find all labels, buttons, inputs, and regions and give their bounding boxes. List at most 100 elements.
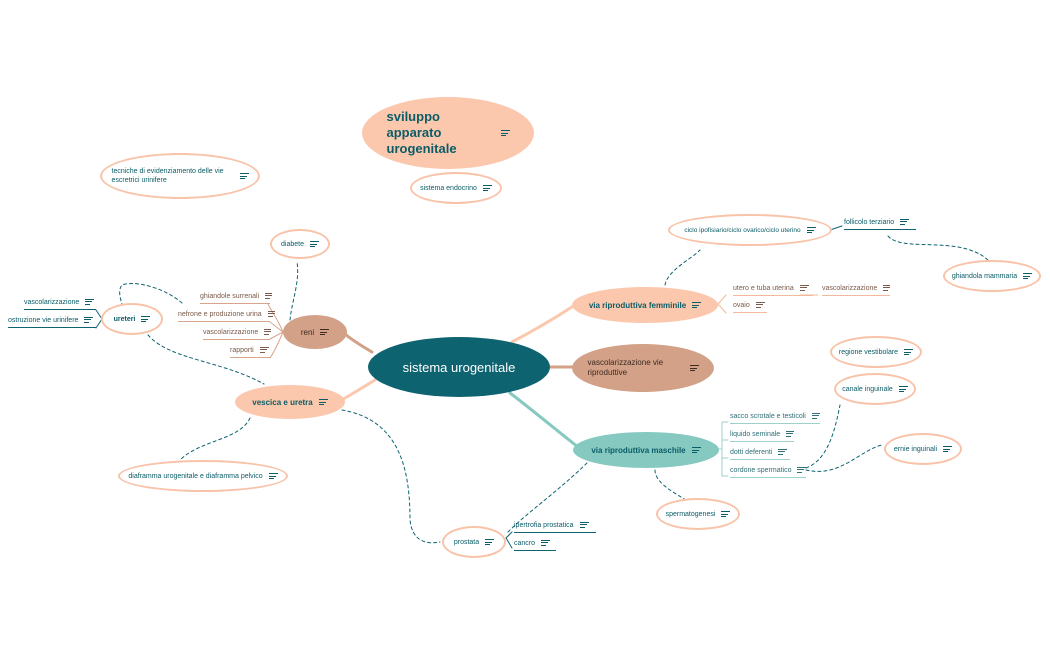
ureteri-leaf-ostruzione[interactable]: ostruzione vie urinifere xyxy=(8,314,96,328)
note-lines-icon xyxy=(309,240,319,249)
link-reni-diabete xyxy=(289,261,299,321)
note-lines-icon xyxy=(811,411,820,420)
maschile-leaf-liquido[interactable]: liquido seminale xyxy=(730,428,794,442)
femminile-leaf-utero[interactable]: utero e tuba uterina xyxy=(733,282,813,296)
note-lines-icon xyxy=(691,446,701,455)
title-child-node[interactable]: sistema endocrino xyxy=(410,172,502,204)
vescica-node[interactable]: vescica e uretra xyxy=(235,385,345,419)
note-lines-icon xyxy=(84,315,94,324)
note-lines-icon xyxy=(268,472,278,481)
note-lines-icon xyxy=(259,345,269,354)
reni-leaves-bracket xyxy=(267,303,284,359)
ureteri-label: ureteri xyxy=(113,315,136,323)
note-lines-icon xyxy=(778,447,788,456)
maschile-leaf-dotti[interactable]: dotti deferenti xyxy=(730,446,790,460)
note-lines-icon xyxy=(141,315,151,324)
note-lines-icon xyxy=(904,348,914,357)
reni-node[interactable]: reni xyxy=(283,315,347,349)
title-label: sviluppo apparato urogenitale xyxy=(386,108,457,157)
link-cordone-ernie xyxy=(805,444,883,472)
femminile-label: via riproduttiva femminile xyxy=(588,300,687,310)
ernie-label: ernie inguinali xyxy=(893,445,938,453)
note-lines-icon xyxy=(500,129,510,138)
center-label: sistema urogenitale xyxy=(402,359,516,375)
branch-maschile xyxy=(508,391,580,449)
center-node[interactable]: sistema urogenitale xyxy=(368,337,550,397)
reni-label: reni xyxy=(300,327,315,337)
maschile-leaf-cordone[interactable]: cordone spermatico xyxy=(730,464,806,478)
note-lines-icon xyxy=(898,385,908,394)
note-lines-icon xyxy=(541,538,551,547)
diabete-node[interactable]: diabete xyxy=(270,229,330,259)
note-lines-icon xyxy=(797,465,806,474)
prostata-leaf-cancro[interactable]: cancro xyxy=(514,537,556,551)
prostata-leaves-line xyxy=(505,531,513,549)
prostata-label: prostata xyxy=(453,538,480,546)
link-vescica-diaframma xyxy=(179,417,251,461)
link-vescica-prostata xyxy=(341,409,441,544)
vasc-vie-node[interactable]: vascolarizzazione vie riproduttive xyxy=(572,344,714,392)
femminile-subleaf-vascolarizzazione[interactable]: vascolarizzazione xyxy=(822,282,891,296)
note-lines-icon xyxy=(485,538,495,547)
vestibolare-node[interactable]: regione vestibolare xyxy=(830,336,922,368)
note-lines-icon xyxy=(900,217,910,226)
floating-topic-label: tecniche di evidenziamento delle vie esc… xyxy=(111,167,224,184)
note-lines-icon xyxy=(755,300,765,309)
note-lines-icon xyxy=(264,327,272,336)
branch-femminile xyxy=(510,303,577,344)
vestibolare-label: regione vestibolare xyxy=(838,348,899,356)
maschile-label: via riproduttiva maschile xyxy=(591,445,686,455)
reni-leaf-nefrone[interactable]: nefrone e produzione urina xyxy=(178,308,275,322)
note-lines-icon xyxy=(883,283,891,292)
reni-leaf-ghiandole[interactable]: ghiandole surrenali xyxy=(200,290,273,304)
note-lines-icon xyxy=(806,226,816,235)
note-lines-icon xyxy=(320,328,330,337)
inguinale-node[interactable]: canale inguinale xyxy=(834,373,916,405)
reni-leaf-rapporti[interactable]: rapporti xyxy=(230,344,270,358)
ureteri-node[interactable]: ureteri xyxy=(101,303,163,335)
floating-topic-node[interactable]: tecniche di evidenziamento delle vie esc… xyxy=(100,153,260,199)
note-lines-icon xyxy=(943,445,953,454)
follicolo-leaf[interactable]: follicolo terziario xyxy=(844,216,916,230)
note-lines-icon xyxy=(721,510,731,519)
note-lines-icon xyxy=(692,301,702,310)
prostata-node[interactable]: prostata xyxy=(442,526,506,558)
note-lines-icon xyxy=(579,520,589,529)
inguinale-label: canale inguinale xyxy=(842,385,893,393)
mammaria-label: ghiandola mammaria xyxy=(951,272,1018,280)
femminile-node[interactable]: via riproduttiva femminile xyxy=(572,287,718,323)
ernie-node[interactable]: ernie inguinali xyxy=(884,433,962,465)
note-lines-icon xyxy=(482,184,492,193)
note-lines-icon xyxy=(265,291,273,300)
link-femminile-ciclo xyxy=(664,249,701,286)
diaframma-node[interactable]: diaframma urogenitale e diaframma pelvic… xyxy=(118,460,288,492)
spermatogenesi-node[interactable]: spermatogenesi xyxy=(656,498,740,530)
note-lines-icon xyxy=(689,364,699,373)
ureteri-leaf-vascolarizzazione[interactable]: vascolarizzazione xyxy=(24,296,96,310)
femminile-leaf-ovaio[interactable]: ovaio xyxy=(733,299,767,313)
link-follicolo-mammaria xyxy=(887,235,993,266)
follicolo-line xyxy=(829,225,843,231)
ciclo-label: ciclo ipofisiario/ciclo ovarico/ciclo ut… xyxy=(684,226,801,234)
maschile-leaf-sacco[interactable]: sacco scrotale e testicoli xyxy=(730,410,820,424)
title-child-label: sistema endocrino xyxy=(420,184,477,192)
note-lines-icon xyxy=(318,398,328,407)
maschile-node[interactable]: via riproduttiva maschile xyxy=(573,432,719,468)
link-prostata-maschile xyxy=(507,459,591,533)
diabete-label: diabete xyxy=(281,240,304,248)
branch-vescica xyxy=(338,378,377,403)
prostata-leaf-ipertrofia[interactable]: ipertrofia prostatica xyxy=(514,519,596,533)
link-maschile-spermatogenesi xyxy=(654,469,691,504)
mammaria-node[interactable]: ghiandola mammaria xyxy=(943,260,1041,292)
link-cordone-inguinale xyxy=(805,404,841,469)
ciclo-node[interactable]: ciclo ipofisiario/ciclo ovarico/ciclo ut… xyxy=(668,214,832,246)
vasc-vie-label: vascolarizzazione vie riproduttive xyxy=(587,357,664,377)
note-lines-icon xyxy=(1023,272,1033,281)
note-lines-icon xyxy=(85,297,95,306)
note-lines-icon xyxy=(799,283,809,292)
diaframma-label: diaframma urogenitale e diaframma pelvic… xyxy=(128,472,263,480)
reni-leaf-vascolarizzazione[interactable]: vascolarizzazione xyxy=(203,326,272,340)
link-ghiandole-ureteri xyxy=(119,283,183,305)
title-node[interactable]: sviluppo apparato urogenitale xyxy=(362,97,534,169)
branch-reni xyxy=(343,332,374,354)
